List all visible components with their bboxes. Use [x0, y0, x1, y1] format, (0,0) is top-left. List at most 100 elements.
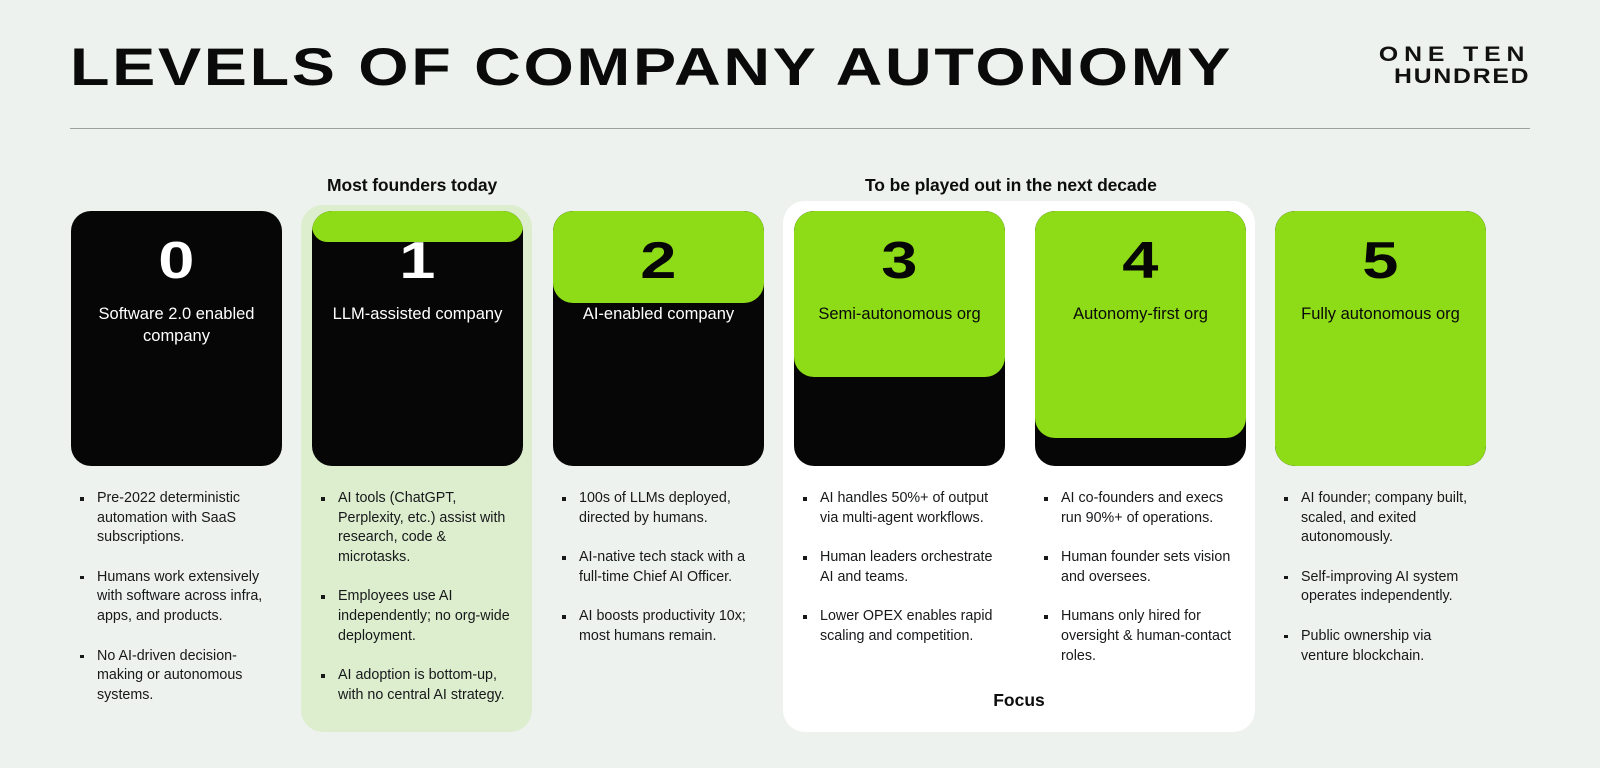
- level-number: 2: [639, 232, 678, 290]
- level-bullet-item: Humans work extensively with software ac…: [77, 568, 278, 627]
- page-header: LEVELS OF COMPANY AUTONOMY ONE TEN HUNDR…: [70, 38, 1530, 130]
- level-bullet-item: AI co-founders and execs run 90%+ of ope…: [1041, 489, 1242, 528]
- level-bullet-text: Humans only hired for oversight & human-…: [1061, 608, 1232, 664]
- level-bullet-text: Lower OPEX enables rapid scaling and com…: [820, 608, 993, 644]
- level-bullet-item: Human founder sets vision and oversees.: [1041, 548, 1242, 587]
- bullet-dot-icon: [1044, 615, 1048, 619]
- level-bullet-text: Humans work extensively with software ac…: [97, 568, 263, 624]
- level-bullet-text: AI boosts productivity 10x; most humans …: [579, 608, 746, 644]
- level-title: LLM-assisted company: [332, 305, 503, 323]
- level-number: 4: [1121, 232, 1160, 290]
- level-title: Autonomy-first org: [1073, 305, 1208, 323]
- level-bullet-text: Human founder sets vision and oversees.: [1061, 549, 1231, 585]
- bullet-dot-icon: [1044, 556, 1048, 560]
- level-bullet-item: Pre-2022 deterministic automation with S…: [77, 489, 278, 548]
- level-title: Fully autonomous org: [1301, 305, 1460, 323]
- bullet-dot-icon: [562, 615, 566, 619]
- level-number: 0: [157, 232, 196, 290]
- level-bullet-list: AI tools (ChatGPT, Perplexity, etc.) ass…: [312, 489, 523, 705]
- bullet-dot-icon: [321, 497, 325, 501]
- level-bullet-item: Public ownership via venture blockchain.: [1281, 627, 1482, 666]
- level-bullet-item: Humans only hired for oversight & human-…: [1041, 607, 1242, 666]
- level-bullet-item: AI-native tech stack with a full-time Ch…: [559, 548, 760, 587]
- bullet-dot-icon: [803, 497, 807, 501]
- level-bullet-list: 100s of LLMs deployed, directed by human…: [553, 489, 764, 647]
- section-caption-today: Most founders today: [327, 175, 498, 195]
- level-number: 1: [398, 232, 437, 290]
- level-bullet-text: Pre-2022 deterministic automation with S…: [97, 490, 241, 546]
- level-bullet-list: AI co-founders and execs run 90%+ of ope…: [1035, 489, 1246, 666]
- level-bullet-item: 100s of LLMs deployed, directed by human…: [559, 489, 760, 528]
- level-fill-indicator: [312, 211, 523, 242]
- level-bullet-text: Public ownership via venture blockchain.: [1301, 627, 1432, 664]
- level-bullet-text: AI founder; company built, scaled, and e…: [1301, 490, 1468, 546]
- level-bullet-item: AI boosts productivity 10x; most humans …: [559, 607, 760, 646]
- level-bullet-text: AI tools (ChatGPT, Perplexity, etc.) ass…: [338, 490, 506, 565]
- bullet-dot-icon: [1284, 497, 1288, 501]
- level-bullet-text: 100s of LLMs deployed, directed by human…: [579, 490, 731, 526]
- level-number: 5: [1361, 232, 1400, 290]
- bullet-dot-icon: [1284, 634, 1288, 639]
- bullet-dot-icon: [80, 497, 84, 501]
- level-bullet-item: AI founder; company built, scaled, and e…: [1281, 489, 1482, 548]
- level-bullet-list: AI handles 50%+ of output via multi-agen…: [794, 489, 1005, 647]
- bullet-dot-icon: [1284, 575, 1288, 580]
- level-bullet-item: AI adoption is bottom-up, with no centra…: [318, 666, 519, 705]
- section-caption-future: To be played out in the next decade: [865, 175, 1157, 195]
- bullet-dot-icon: [803, 615, 807, 619]
- level-bullet-item: Human leaders orchestrate AI and teams.: [800, 548, 1001, 587]
- level-title: Software 2.0 enabled company: [98, 305, 255, 345]
- focus-label: Focus: [993, 690, 1045, 710]
- level-bullet-text: Self-improving AI system operates indepe…: [1301, 568, 1459, 605]
- level-bullet-item: Lower OPEX enables rapid scaling and com…: [800, 607, 1001, 646]
- logo-line-hundred: HUNDRED: [1393, 65, 1530, 88]
- bullet-dot-icon: [803, 556, 807, 560]
- level-bullet-list: AI founder; company built, scaled, and e…: [1275, 489, 1486, 666]
- level-bullet-text: AI co-founders and execs run 90%+ of ope…: [1061, 490, 1224, 526]
- level-bullet-text: Human leaders orchestrate AI and teams.: [820, 549, 993, 585]
- level-fill-indicator: [1275, 211, 1486, 466]
- bullet-dot-icon: [80, 575, 84, 580]
- bullet-dot-icon: [321, 595, 325, 599]
- level-bullet-text: AI adoption is bottom-up, with no centra…: [338, 667, 505, 703]
- level-bullet-text: AI handles 50%+ of output via multi-agen…: [820, 490, 989, 526]
- level-title: Semi-autonomous org: [818, 305, 981, 323]
- bullet-dot-icon: [1044, 497, 1048, 501]
- bullet-dot-icon: [562, 497, 566, 501]
- level-bullet-text: Employees use AI independently; no org-w…: [338, 588, 510, 644]
- level-bullet-item: AI handles 50%+ of output via multi-agen…: [800, 489, 1001, 528]
- level-bullet-list: Pre-2022 deterministic automation with S…: [71, 489, 282, 705]
- header-divider: [70, 128, 1530, 129]
- bullet-dot-icon: [80, 654, 84, 659]
- level-bullet-item: Employees use AI independently; no org-w…: [318, 587, 519, 646]
- level-fill-indicator: [1035, 211, 1246, 438]
- level-bullet-text: AI-native tech stack with a full-time Ch…: [579, 549, 746, 585]
- logo-line-one-ten: ONE TEN: [1378, 43, 1530, 66]
- level-bullet-text: No AI-driven decision-making or autonomo…: [97, 647, 243, 703]
- brand-logo: ONE TEN HUNDRED: [1379, 44, 1530, 88]
- level-number: 3: [880, 232, 919, 290]
- level-bullet-item: No AI-driven decision-making or autonomo…: [77, 647, 278, 706]
- bullet-dot-icon: [562, 556, 566, 560]
- level-bullet-item: Self-improving AI system operates indepe…: [1281, 568, 1482, 607]
- level-fill-indicator: [553, 211, 764, 303]
- level-fill-indicator: [794, 211, 1005, 377]
